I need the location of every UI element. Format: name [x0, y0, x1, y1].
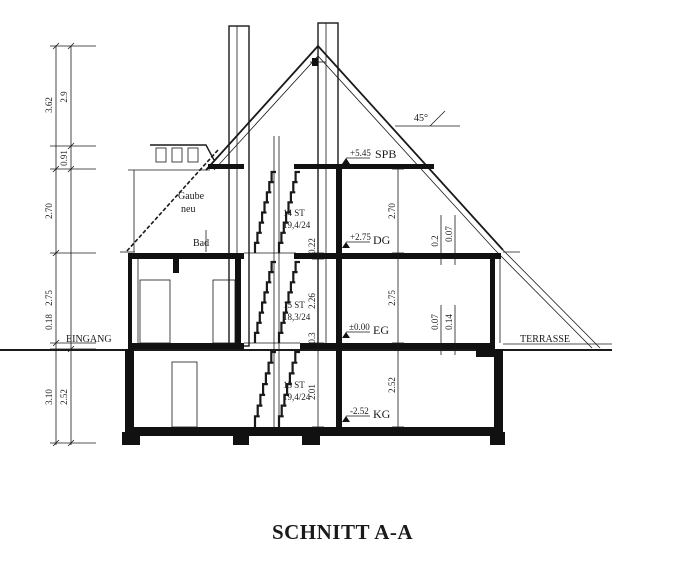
roof-angle-label: 45°	[414, 113, 428, 124]
level-kg-label: KG	[373, 407, 391, 421]
stair-step	[280, 231, 286, 243]
dim-outer-3: 2.75	[44, 290, 54, 306]
chimneys	[228, 22, 339, 347]
stair-step	[261, 301, 267, 313]
dim-eg-slab: 0.3	[307, 332, 317, 344]
stair-well	[244, 136, 300, 427]
stair-lower-ratio: 19,4/24	[283, 392, 311, 402]
doors	[139, 230, 236, 428]
gaube-label-line2: neu	[181, 204, 195, 215]
level-spb-elevation: +5.45	[350, 148, 371, 158]
dim-dg-slab: 0.22	[307, 238, 317, 254]
dim-outer-5: 3.10	[44, 389, 54, 405]
stair-step	[292, 181, 298, 193]
footings	[122, 432, 505, 445]
slabs	[125, 164, 503, 436]
stair-step	[253, 415, 260, 427]
stair-steps	[253, 170, 300, 427]
level-dg-elevation: +2.75	[350, 232, 371, 242]
dim-inner-1: 2.9	[59, 91, 69, 103]
level-spb-label: SPB	[375, 147, 396, 161]
stair-lower-count: 13 ST	[283, 380, 305, 390]
stair-step	[294, 170, 300, 183]
dim-dg-offset-2: 0.07	[444, 226, 454, 242]
stair-step	[256, 404, 263, 417]
stair-step	[292, 271, 298, 283]
stair-step	[277, 331, 284, 343]
stair-step	[253, 331, 260, 343]
stair-step	[291, 361, 298, 374]
stair-step	[265, 191, 272, 203]
dim-outer-2: 2.70	[44, 203, 54, 219]
stair-step	[289, 191, 296, 203]
dim-eg-clear: 2.26	[307, 293, 317, 309]
dormer	[120, 144, 219, 253]
inner-dimension-lines	[312, 168, 456, 428]
stair-upper-count: 14 ST	[283, 208, 305, 218]
level-markers	[342, 157, 370, 422]
dim-kg-clear: 2.01	[307, 384, 317, 400]
gaube-label-line1: Gaube	[178, 191, 205, 202]
stair-step	[263, 291, 269, 303]
dim-dg-offset-1: 0.2	[430, 235, 440, 246]
stair-step	[294, 350, 300, 363]
stair-step	[277, 415, 284, 427]
stair-step	[263, 201, 269, 213]
stair-step	[258, 221, 265, 233]
stair-step	[264, 372, 271, 385]
stair-upper-ratio: 19,4/24	[283, 220, 311, 230]
dim-eg-offset-2: 0.14	[444, 314, 454, 330]
stair-step	[280, 321, 286, 333]
stair-middle-ratio: 18,3/24	[283, 312, 311, 322]
stair-step	[261, 211, 267, 223]
level-eg-elevation: ±0.00	[349, 322, 370, 332]
terrasse-label: TERRASSE	[520, 334, 570, 345]
stair-step	[262, 383, 268, 395]
eingang-label: EINGANG	[66, 334, 112, 345]
dim-inner-3: 2.52	[59, 389, 69, 405]
stair-step	[289, 281, 296, 293]
roof	[205, 44, 601, 349]
dim-eg-offset-1: 0.07	[430, 314, 440, 330]
stair-step	[268, 271, 274, 283]
section-title: SCHNITT A-A	[271, 520, 414, 544]
stair-step	[256, 231, 262, 243]
stair-step	[280, 404, 287, 417]
stair-step	[253, 241, 260, 253]
dim-dg-eg-height: 2.75	[387, 290, 397, 306]
stair-step	[294, 260, 300, 273]
stair-step	[270, 260, 276, 273]
level-kg-elevation: -2.52	[350, 406, 369, 416]
stair-step	[256, 321, 262, 333]
walls	[125, 169, 503, 436]
stair-middle-count: 15 ST	[283, 300, 305, 310]
stair-step	[267, 361, 274, 374]
stair-step	[265, 281, 272, 293]
stair-step	[259, 393, 266, 406]
stair-step	[270, 170, 276, 183]
stair-step	[268, 181, 274, 193]
bad-label: Bad	[193, 238, 209, 249]
dim-eg-kg-height: 2.52	[387, 377, 397, 393]
stair-step	[270, 350, 276, 363]
left-dimension-chain: 3.62 2.70 2.75 0.18 3.10 2.9 0.91 2.52	[44, 42, 96, 447]
dim-spb-dg-height: 2.70	[387, 203, 397, 219]
dim-inner-2: 0.91	[59, 150, 69, 166]
dim-outer-1: 3.62	[44, 97, 54, 113]
stair-step	[258, 311, 265, 323]
level-eg-label: EG	[373, 323, 389, 337]
dim-outer-4: 0.18	[44, 314, 54, 330]
stair-step	[277, 241, 284, 253]
level-dg-label: DG	[373, 233, 391, 247]
